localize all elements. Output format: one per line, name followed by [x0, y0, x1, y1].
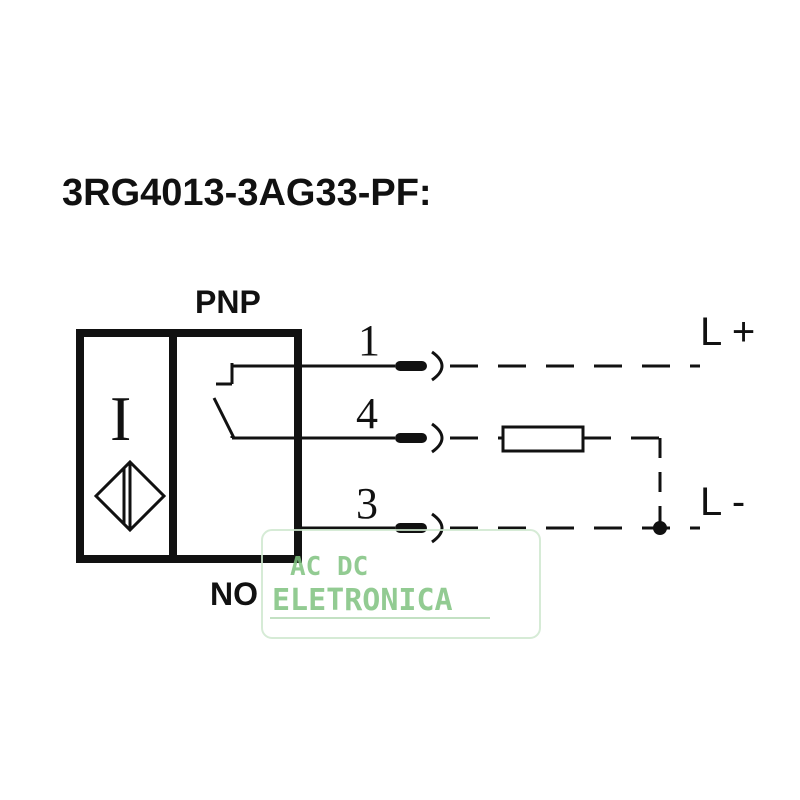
- switch-contact-icon: [212, 363, 236, 439]
- pin-1-label: 1: [358, 316, 380, 365]
- contact-type-label: NO: [210, 576, 258, 612]
- pin-3-label: 3: [356, 479, 378, 528]
- watermark-line2: ELETRONICA: [272, 583, 453, 618]
- supply-positive-label: L +: [700, 310, 755, 354]
- supply-negative-label: L -: [700, 480, 745, 524]
- inductive-symbol-label: I: [110, 383, 131, 454]
- diamond-sensor-icon: [93, 459, 167, 533]
- load-resistor-icon: [501, 425, 585, 453]
- junction-dot: [653, 521, 667, 535]
- watermark-line1: AC DC: [290, 552, 368, 582]
- model-title: 3RG4013-3AG33-PF:: [62, 172, 432, 214]
- pin-4-label: 4: [356, 389, 378, 438]
- watermark-logo: AC DC ELETRONICA: [261, 529, 541, 639]
- wire-pin-4: [232, 422, 662, 528]
- output-type-label: PNP: [195, 284, 261, 320]
- wire-pin-1: [230, 350, 700, 382]
- sensor-body: [76, 329, 302, 563]
